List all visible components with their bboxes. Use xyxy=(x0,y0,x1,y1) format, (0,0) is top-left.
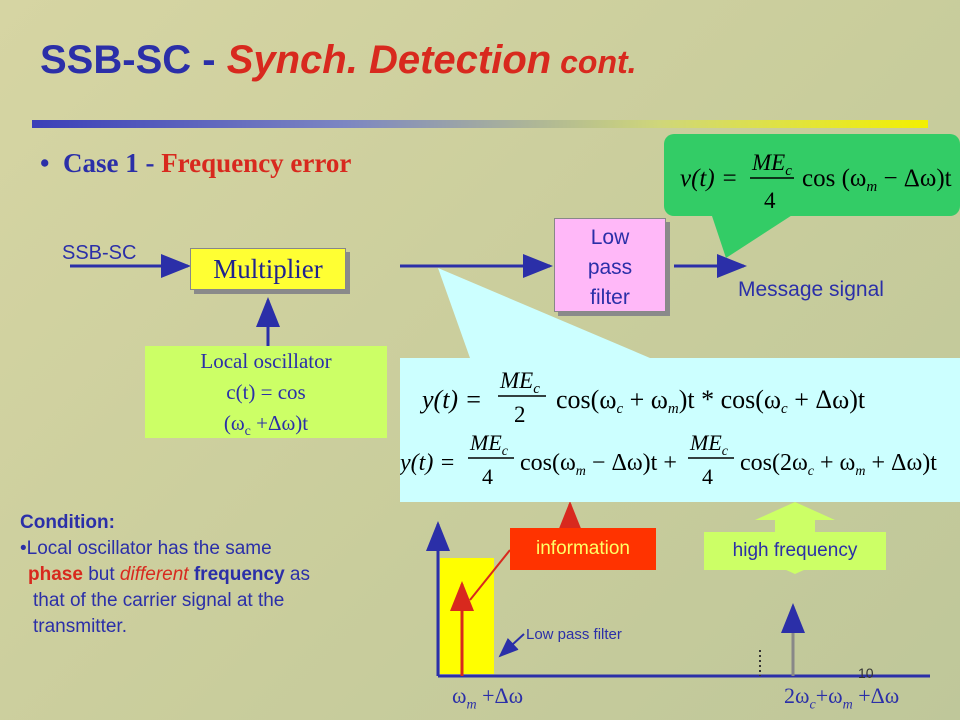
x-label-hf: 2ωc+ωm +Δω xyxy=(784,683,900,713)
lpf-line-2: pass xyxy=(587,256,633,279)
osc-line-1: Local oscillator xyxy=(200,349,332,373)
product-equations-box: y(t) = MEc 2 cos(ωc + ωm)t * cos(ωc + Δω… xyxy=(398,358,960,502)
local-oscillator-block: Local oscillator c(t) = cos (ωc +Δω)t xyxy=(145,346,387,439)
condition-line-1: •Local oscillator has the same xyxy=(20,538,272,559)
title-italic: Synch. Detection xyxy=(226,38,552,82)
message-equation-callout: v(t) = MEc 4 cos (ωm − Δω)t xyxy=(664,134,960,216)
lpf-label-pointer xyxy=(498,633,525,658)
information-label: information xyxy=(510,528,656,570)
svg-text:4: 4 xyxy=(702,464,713,489)
multiplier-block: Multiplier xyxy=(190,248,346,290)
x-label-info: ωm +Δω xyxy=(452,683,524,713)
page-number: 10 xyxy=(858,665,874,681)
input-label: SSB-SC xyxy=(62,242,137,264)
info-pointer xyxy=(469,549,511,601)
svg-text:v(t) =: v(t) = xyxy=(680,165,738,192)
lowpass-filter-block: Low pass filter xyxy=(554,218,666,312)
lpf-passband xyxy=(440,558,494,674)
output-label: Message signal xyxy=(738,278,884,301)
y-equations: y(t) = MEc 2 cos(ωc + ωm)t * cos(ωc + Δω… xyxy=(398,368,937,489)
page-title: SSB-SC - Synch. Detection cont. xyxy=(40,38,637,82)
svg-text:2: 2 xyxy=(514,402,526,427)
osc-line-2: c(t) = cos xyxy=(226,380,306,404)
condition-line-2: phase but different frequency as xyxy=(28,564,311,585)
lpf-line-1: Low xyxy=(590,226,630,249)
lowpass-filter-label: Low pass filter xyxy=(526,626,622,643)
bullet-case: • Case 1 - Frequency error xyxy=(40,148,352,178)
condition-line-3: that of the carrier signal at the xyxy=(33,590,285,611)
condition-line-4: transmitter. xyxy=(33,616,127,637)
condition-heading: Condition: xyxy=(20,512,115,533)
v-equation: v(t) = MEc 4 cos (ωm − Δω)t xyxy=(680,150,952,213)
high-frequency-label: high frequency xyxy=(704,532,886,570)
svg-text:cos(ωc + ωm)t * cos(ωc + Δω)t: cos(ωc + ωm)t * cos(ωc + Δω)t xyxy=(556,385,866,417)
v-callout-tail xyxy=(710,210,800,258)
condition-text: Condition: •Local oscillator has the sam… xyxy=(20,510,310,640)
svg-text:MEc: MEc xyxy=(499,368,540,397)
svg-text:MEc: MEc xyxy=(689,430,729,459)
svg-text:cos(2ωc + ωm + Δω)t: cos(2ωc + ωm + Δω)t xyxy=(740,450,937,479)
lpf-line-3: filter xyxy=(590,286,630,309)
svg-text:cos(ωm − Δω)t +: cos(ωm − Δω)t + xyxy=(520,450,677,479)
svg-text:y(t) =: y(t) = xyxy=(419,385,482,414)
eq-callout-tail xyxy=(438,268,650,358)
svg-text:MEc: MEc xyxy=(751,150,792,179)
svg-text:y(t) =: y(t) = xyxy=(400,450,456,476)
svg-text:cos (ωm − Δω)t: cos (ωm − Δω)t xyxy=(802,165,952,195)
svg-text:4: 4 xyxy=(482,464,493,489)
svg-text:4: 4 xyxy=(764,188,776,213)
title-small: cont. xyxy=(551,44,637,80)
osc-line-3: (ωc +Δω)t xyxy=(223,411,309,440)
title-divider xyxy=(32,120,928,128)
svg-text:MEc: MEc xyxy=(469,430,509,459)
